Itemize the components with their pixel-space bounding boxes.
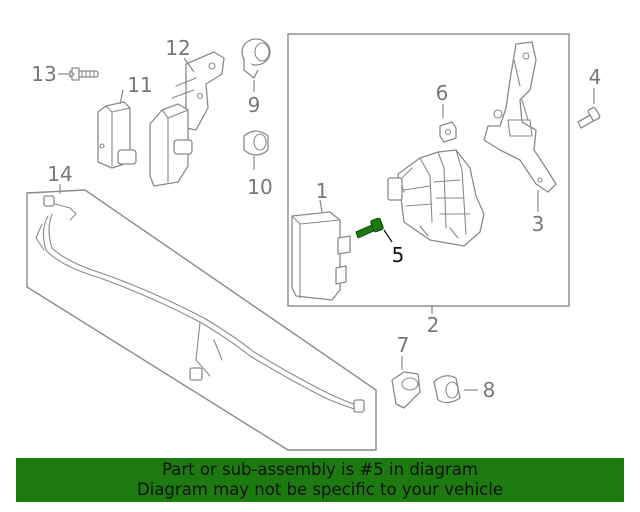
callout-6: 6: [436, 81, 449, 105]
callout-7: 7: [397, 333, 410, 357]
part-6-clip[interactable]: [439, 121, 457, 143]
part-14-harness[interactable]: [35, 195, 365, 413]
callout-3: 3: [532, 212, 545, 236]
part-9-sensor[interactable]: [241, 38, 271, 79]
callout-11: 11: [127, 73, 152, 97]
part-8-retainer[interactable]: [433, 375, 461, 404]
callout-13: 13: [31, 62, 56, 86]
part-13-bolt[interactable]: [71, 67, 99, 81]
callout-10: 10: [247, 175, 272, 199]
part-5-bolt[interactable]: [355, 217, 384, 239]
part-12-bracket[interactable]: [149, 51, 225, 187]
part-11-module[interactable]: [97, 101, 137, 169]
subassembly-frame: [287, 33, 570, 307]
part-1-module[interactable]: [291, 211, 351, 301]
main-bracket[interactable]: [387, 149, 485, 247]
callout-5: 5: [392, 243, 405, 267]
parts-diagram: 1 2 3 4 5 6 7 8 9 10 11 12 13 14: [26, 33, 602, 451]
part-10-retainer[interactable]: [243, 130, 269, 156]
banner-line-1: Part or sub-assembly is #5 in diagram: [162, 460, 478, 479]
callout-14: 14: [47, 162, 72, 186]
callout-1: 1: [316, 179, 329, 203]
callout-12: 12: [165, 36, 190, 60]
callout-4: 4: [589, 65, 602, 89]
info-banner: Part or sub-assembly is #5 in diagram Di…: [16, 458, 624, 502]
part-4-bolt[interactable]: [577, 106, 601, 129]
banner-line-2: Diagram may not be specific to your vehi…: [137, 480, 503, 499]
part-7-sensor[interactable]: [391, 371, 421, 409]
callout-9: 9: [248, 93, 261, 117]
part-3-bracket[interactable]: [483, 41, 557, 193]
callout-2: 2: [427, 313, 440, 337]
harness-panel: [26, 189, 377, 451]
callout-8: 8: [483, 378, 496, 402]
